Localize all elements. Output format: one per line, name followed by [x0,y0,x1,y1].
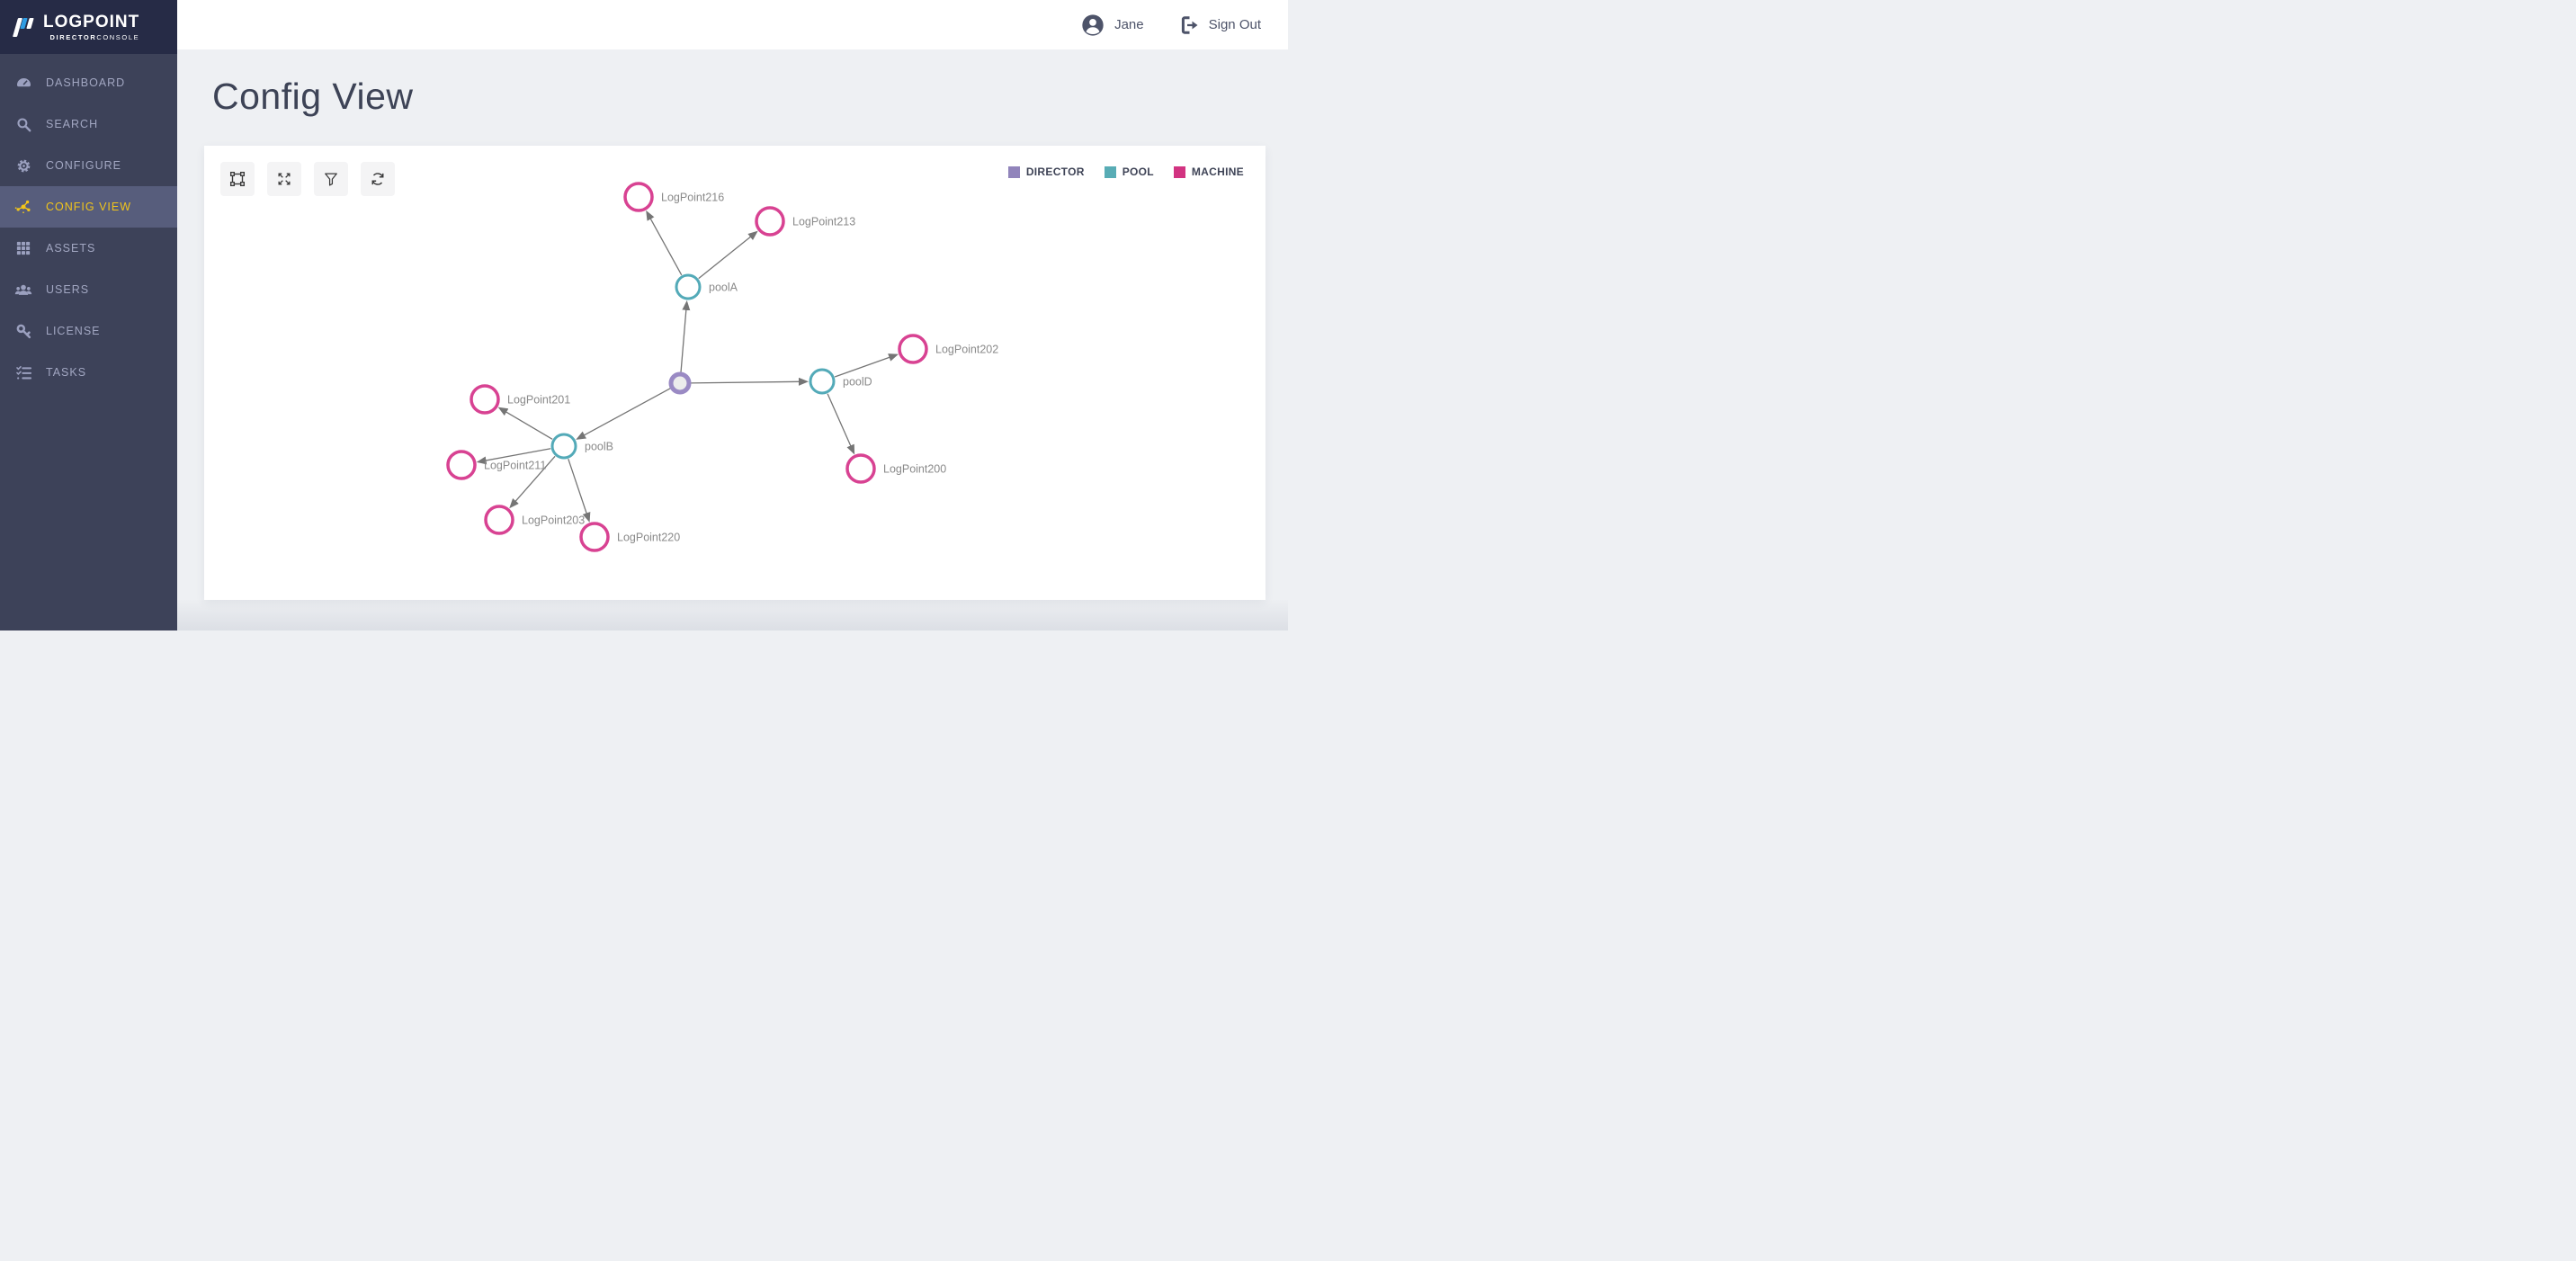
graph-toolbar [220,162,395,197]
logpoint-logo-icon [12,15,35,39]
legend-item-director: DIRECTOR [1007,165,1085,178]
sidebar-item-label: USERS [46,283,90,296]
graph-node-label-LogPoint216: LogPoint216 [661,192,724,204]
graph-edge-director-poolD [690,377,809,386]
sidebar-item-tasks[interactable]: TASKS [0,352,177,393]
graph-node-LogPoint203[interactable] [484,505,514,535]
graph-edge-poolA-LogPoint216 [646,210,683,276]
sidebar-item-label: LICENSE [46,325,101,337]
graph-node-label-LogPoint201: LogPoint201 [507,394,570,407]
graph-edge-poolD-LogPoint202 [834,353,899,378]
graph-edge-poolD-LogPoint200 [827,393,855,455]
graph-node-label-poolD: poolD [843,376,872,389]
sidebar-nav: DASHBOARD SEARCH CONFIGURE CONFIG VIEW A [0,54,177,393]
topbar: Jane Sign Out [177,0,1288,49]
graph-node-poolD[interactable] [809,368,836,395]
sidebar-item-assets[interactable]: ASSETS [0,228,177,269]
director-swatch [1007,165,1020,178]
brand-name: LOGPOINT [43,12,140,31]
selection-box-icon [228,169,247,189]
legend-item-pool: POOL [1104,165,1154,178]
sidebar-item-dashboard[interactable]: DASHBOARD [0,62,177,103]
graph-node-label-LogPoint203: LogPoint203 [522,514,585,527]
configure-icon [14,157,32,174]
graph-node-label-LogPoint220: LogPoint220 [617,532,680,544]
sidebar-item-configure[interactable]: CONFIGURE [0,145,177,186]
sidebar: LOGPOINT DIRECTORCONSOLE DASHBOARD SEARC… [0,0,177,630]
logo: LOGPOINT DIRECTORCONSOLE [0,0,177,54]
graph-edge-poolB-LogPoint201 [497,407,553,441]
sidebar-item-label: SEARCH [46,118,99,130]
expand-arrows-icon [275,170,293,188]
graph-edge-director-poolA [680,300,691,373]
refresh-button[interactable] [361,162,395,197]
username: Jane [1114,17,1144,32]
graph-node-label-LogPoint202: LogPoint202 [935,344,998,356]
tasks-icon [14,363,32,381]
sign-out-icon [1178,14,1200,36]
avatar-icon [1080,13,1105,38]
graph-edge-poolA-LogPoint213 [698,230,758,280]
graph-node-LogPoint211[interactable] [446,450,477,480]
graph-node-label-LogPoint200: LogPoint200 [883,463,946,476]
graph-edge-poolB-LogPoint211 [476,448,551,465]
graph-node-label-LogPoint213: LogPoint213 [792,216,855,228]
sidebar-item-config-view[interactable]: CONFIG VIEW [0,186,177,228]
user-menu[interactable]: Jane [1080,13,1144,38]
sidebar-item-license[interactable]: LICENSE [0,310,177,352]
refresh-icon [369,170,387,188]
legend-item-machine: MACHINE [1173,165,1244,178]
sidebar-item-label: DASHBOARD [46,76,126,89]
sidebar-item-label: ASSETS [46,242,96,255]
assets-icon [14,239,32,257]
graph-legend: DIRECTOR POOL MACHINE [1007,165,1244,178]
sign-out-label: Sign Out [1208,17,1261,32]
dashboard-icon [14,74,32,92]
sidebar-item-users[interactable]: USERS [0,269,177,310]
graph-node-LogPoint216[interactable] [623,182,654,212]
graph-edge-director-poolB [576,388,671,440]
pool-swatch [1104,165,1116,178]
sidebar-item-label: CONFIG VIEW [46,201,132,213]
filter-button[interactable] [314,162,348,197]
users-icon [14,281,32,299]
graph-edge-poolB-LogPoint203 [509,455,556,509]
config-view-icon [14,198,32,216]
graph-node-LogPoint200[interactable] [845,453,876,484]
graph-node-LogPoint220[interactable] [579,522,610,552]
graph-node-poolB[interactable] [550,433,577,460]
graph-node-director[interactable] [668,371,692,395]
graph-edge-poolB-LogPoint220 [568,459,591,523]
graph-node-label-LogPoint211: LogPoint211 [484,460,546,472]
graph-node-label-poolA: poolA [709,282,738,294]
machine-swatch [1173,165,1185,178]
sign-out-button[interactable]: Sign Out [1178,14,1261,36]
brand-subtitle: DIRECTORCONSOLE [49,32,140,41]
config-view-panel: DIRECTOR POOL MACHINE poolA poolB poolD Log… [204,146,1266,601]
bottom-strip [177,600,1288,630]
page-title: Config View [212,76,414,117]
graph-node-LogPoint202[interactable] [898,334,928,364]
graph-node-label-poolB: poolB [585,441,613,453]
graph-node-poolA[interactable] [675,273,702,300]
search-icon [14,115,32,133]
sidebar-item-label: TASKS [46,366,87,379]
graph-node-LogPoint213[interactable] [755,206,785,237]
sidebar-item-search[interactable]: SEARCH [0,103,177,145]
select-region-button[interactable] [220,162,255,197]
license-icon [14,322,32,340]
sidebar-item-label: CONFIGURE [46,159,121,172]
filter-icon [322,170,340,188]
fit-view-button[interactable] [267,162,301,197]
graph-node-LogPoint201[interactable] [470,384,500,415]
